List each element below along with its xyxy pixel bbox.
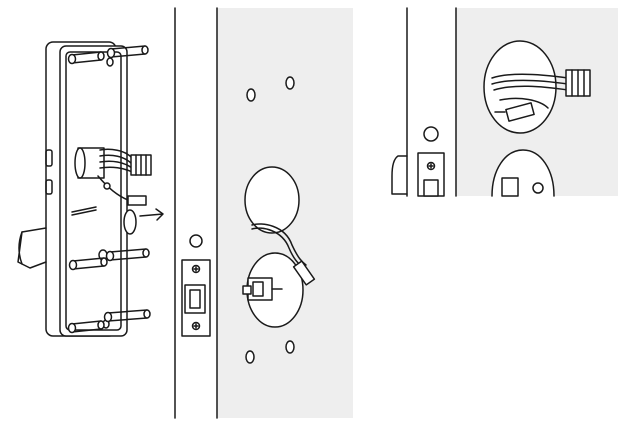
mount-hole bbox=[285, 340, 295, 354]
mount-hole bbox=[285, 76, 295, 90]
mount-hole bbox=[245, 350, 255, 364]
mount-hole bbox=[246, 88, 256, 102]
bolt-top-right bbox=[110, 45, 146, 58]
cable-bore-hole bbox=[244, 166, 300, 234]
inset-edge-hole bbox=[423, 126, 439, 142]
bolt-bottom-right bbox=[107, 309, 148, 322]
lock-body bbox=[17, 41, 137, 337]
bolt-mid-left bbox=[72, 257, 105, 270]
cable-connector bbox=[292, 260, 316, 286]
mounting-bolts bbox=[67, 45, 151, 334]
faceplate-screw-top bbox=[191, 264, 201, 274]
faceplate-screw-bottom bbox=[191, 321, 201, 331]
spindle bbox=[123, 209, 137, 235]
inset-small-connector bbox=[505, 102, 535, 122]
insert-arrow bbox=[139, 208, 164, 221]
detail-inset bbox=[391, 7, 618, 197]
latch-assembly bbox=[181, 234, 211, 337]
edge-hole bbox=[189, 234, 203, 248]
door-holes bbox=[244, 76, 304, 364]
bolt-top-left bbox=[71, 51, 102, 64]
lever-handle bbox=[17, 227, 47, 269]
bolt-mid-right bbox=[109, 248, 147, 261]
door-mechanism bbox=[242, 277, 283, 301]
lock-wiring bbox=[74, 147, 164, 221]
small-connector bbox=[127, 195, 147, 206]
door-cable bbox=[251, 223, 316, 286]
bolt-bottom-left bbox=[71, 320, 102, 333]
